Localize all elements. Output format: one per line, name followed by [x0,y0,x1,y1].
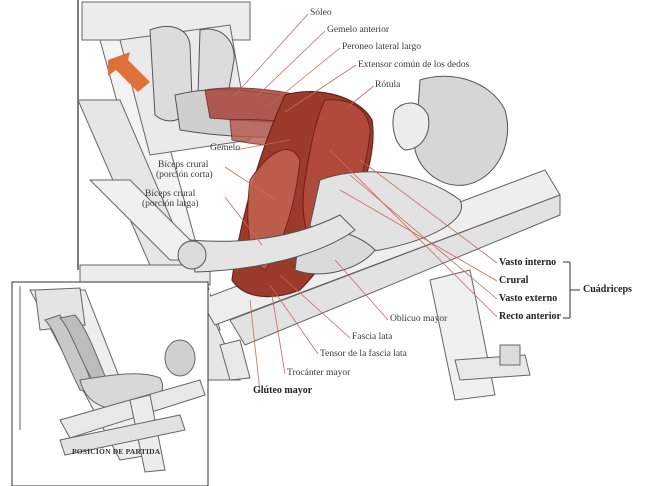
arm [177,214,356,273]
label-peroneo-lateral-largo: Peroneo lateral largo [342,42,421,52]
label-vasto-externo: Vasto externo [499,293,558,304]
label-rotula: Rótula [375,80,401,90]
label-biceps-larga-2: (porción larga) [142,199,199,209]
label-biceps-corta-2: (porción corta) [156,170,213,180]
inset-caption: POSICIÓN DE PARTIDA [72,447,161,456]
label-fascia-lata: Fascia lata [352,332,393,342]
label-tensor-fascia-lata: Tensor de la fascia lata [320,349,407,359]
label-trocanter-mayor: Trocánter mayor [287,368,351,378]
label-oblicuo-mayor: Oblicuo mayor [390,314,448,324]
head [392,75,509,186]
quadriceps-brace [563,261,580,319]
push-direction-arrow [108,52,150,92]
label-gemelo-anterior: Gemelo anterior [327,25,389,35]
label-gemelo: Gemelo [210,143,241,153]
leader-lines [224,13,498,393]
label-biceps-larga-1: Bíceps crural [145,189,196,199]
label-soleo: Sóleo [310,8,332,18]
label-gluteo-mayor: Glúteo mayor [253,385,313,396]
label-extensor-comun: Extensor común de los dedos [358,60,470,70]
label-biceps-corta-1: Bíceps crural [158,160,209,170]
label-cuadriceps: Cuádriceps [583,284,632,295]
inset-start-position [11,281,209,486]
label-recto-anterior: Recto anterior [499,311,561,322]
label-vasto-interno: Vasto interno [499,257,557,268]
label-crural: Crural [499,275,529,286]
